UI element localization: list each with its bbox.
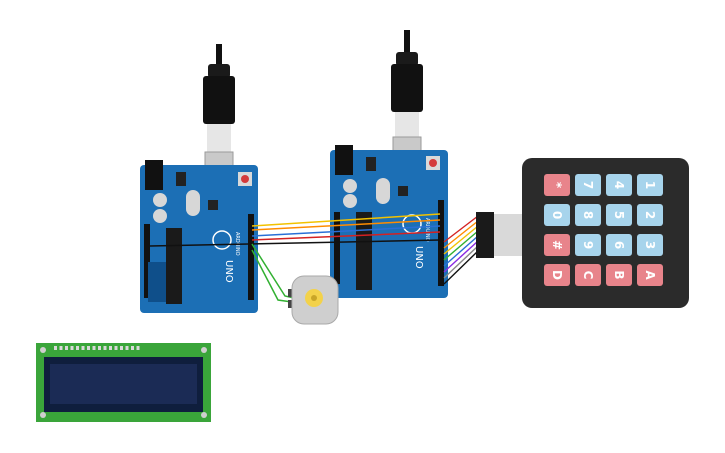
usb-cable-left — [203, 44, 235, 185]
keypad-key-C[interactable] — [575, 264, 601, 286]
usb-cable-right — [391, 30, 423, 170]
keypad-key-label: # — [550, 240, 564, 250]
lcd-pin — [87, 346, 90, 350]
keypad-connector — [476, 212, 526, 258]
keypad-key-3[interactable] — [637, 234, 663, 256]
keypad-key-label: 7 — [581, 181, 595, 189]
keypad-key-7[interactable] — [575, 174, 601, 196]
keypad-key-label: 9 — [581, 241, 595, 249]
keypad-key-D[interactable] — [544, 264, 570, 286]
keypad-key-label: 8 — [581, 211, 595, 219]
lcd-pin — [131, 346, 134, 350]
lcd-pin — [65, 346, 68, 350]
keypad-key-0[interactable] — [544, 204, 570, 226]
keypad-key-label: 0 — [550, 211, 564, 219]
keypad-key-9[interactable] — [575, 234, 601, 256]
wire-green-1 — [251, 243, 295, 299]
lcd-pin — [76, 346, 79, 350]
keypad-key-5[interactable] — [606, 204, 632, 226]
keypad-key-#[interactable] — [544, 234, 570, 256]
arduino-board-right[interactable]: UNO ARDUINO — [330, 145, 448, 298]
keypad-4x4[interactable]: 1 4 7 * 2 5 8 0 3 6 9 # A B C D — [522, 158, 689, 308]
lcd-pin — [54, 346, 57, 350]
keypad-wire — [443, 245, 479, 279]
lcd-pin — [136, 346, 140, 350]
keypad-wire — [443, 220, 479, 249]
wire-orange — [251, 219, 441, 231]
lcd-pin — [92, 346, 96, 350]
keypad-key-1[interactable] — [637, 174, 663, 196]
dc-motor[interactable] — [288, 275, 339, 325]
keypad-wire — [443, 230, 479, 261]
keypad-key-4[interactable] — [606, 174, 632, 196]
lcd-pin — [109, 346, 112, 350]
wire-red — [251, 231, 441, 241]
lcd-display-16x2[interactable] — [36, 343, 211, 422]
keypad-key-label: D — [550, 270, 564, 280]
wire-green-2 — [251, 249, 293, 303]
keypad-key-label: 3 — [643, 241, 657, 249]
keypad-key-6[interactable] — [606, 234, 632, 256]
keypad-key-label: B — [612, 270, 626, 279]
lcd-pin — [59, 346, 63, 350]
keypad-wire — [443, 240, 479, 273]
board-right-model-label: UNO — [413, 246, 424, 269]
keypad-key-label: 4 — [612, 181, 626, 189]
keypad-wire — [443, 225, 479, 255]
lcd-pin — [125, 346, 129, 350]
keypad-wire — [443, 215, 479, 243]
keypad-key-8[interactable] — [575, 204, 601, 226]
lcd-pin — [70, 346, 74, 350]
lcd-pin — [120, 346, 123, 350]
lcd-pin — [98, 346, 101, 350]
keypad-key-label: 1 — [643, 181, 657, 189]
keypad-key-*[interactable] — [544, 174, 570, 196]
keypad-wire — [443, 235, 479, 267]
wire-blue — [251, 225, 441, 237]
keypad-key-label: C — [581, 271, 595, 280]
keypad-key-B[interactable] — [606, 264, 632, 286]
lcd-pin-header — [54, 346, 140, 350]
board-right-brand-label: ARDUINO — [424, 218, 430, 242]
keypad-key-label: A — [643, 270, 657, 280]
wire-black — [149, 239, 441, 247]
keypad-key-label: 5 — [612, 211, 626, 219]
keypad-key-label: 2 — [643, 211, 657, 219]
keypad-key-A[interactable] — [637, 264, 663, 286]
keypad-key-2[interactable] — [637, 204, 663, 226]
board-left-model-label: UNO — [223, 260, 234, 283]
lcd-pin — [103, 346, 107, 350]
lcd-pin — [114, 346, 118, 350]
keypad-key-label: 6 — [612, 241, 626, 249]
arduino-board-left[interactable]: UNO ARDUINO — [140, 160, 258, 313]
board-wires — [149, 213, 441, 303]
wire-yellow — [251, 213, 441, 227]
keypad-wire — [443, 250, 479, 285]
keypad-key-label: * — [550, 182, 564, 189]
lcd-pin — [81, 346, 85, 350]
